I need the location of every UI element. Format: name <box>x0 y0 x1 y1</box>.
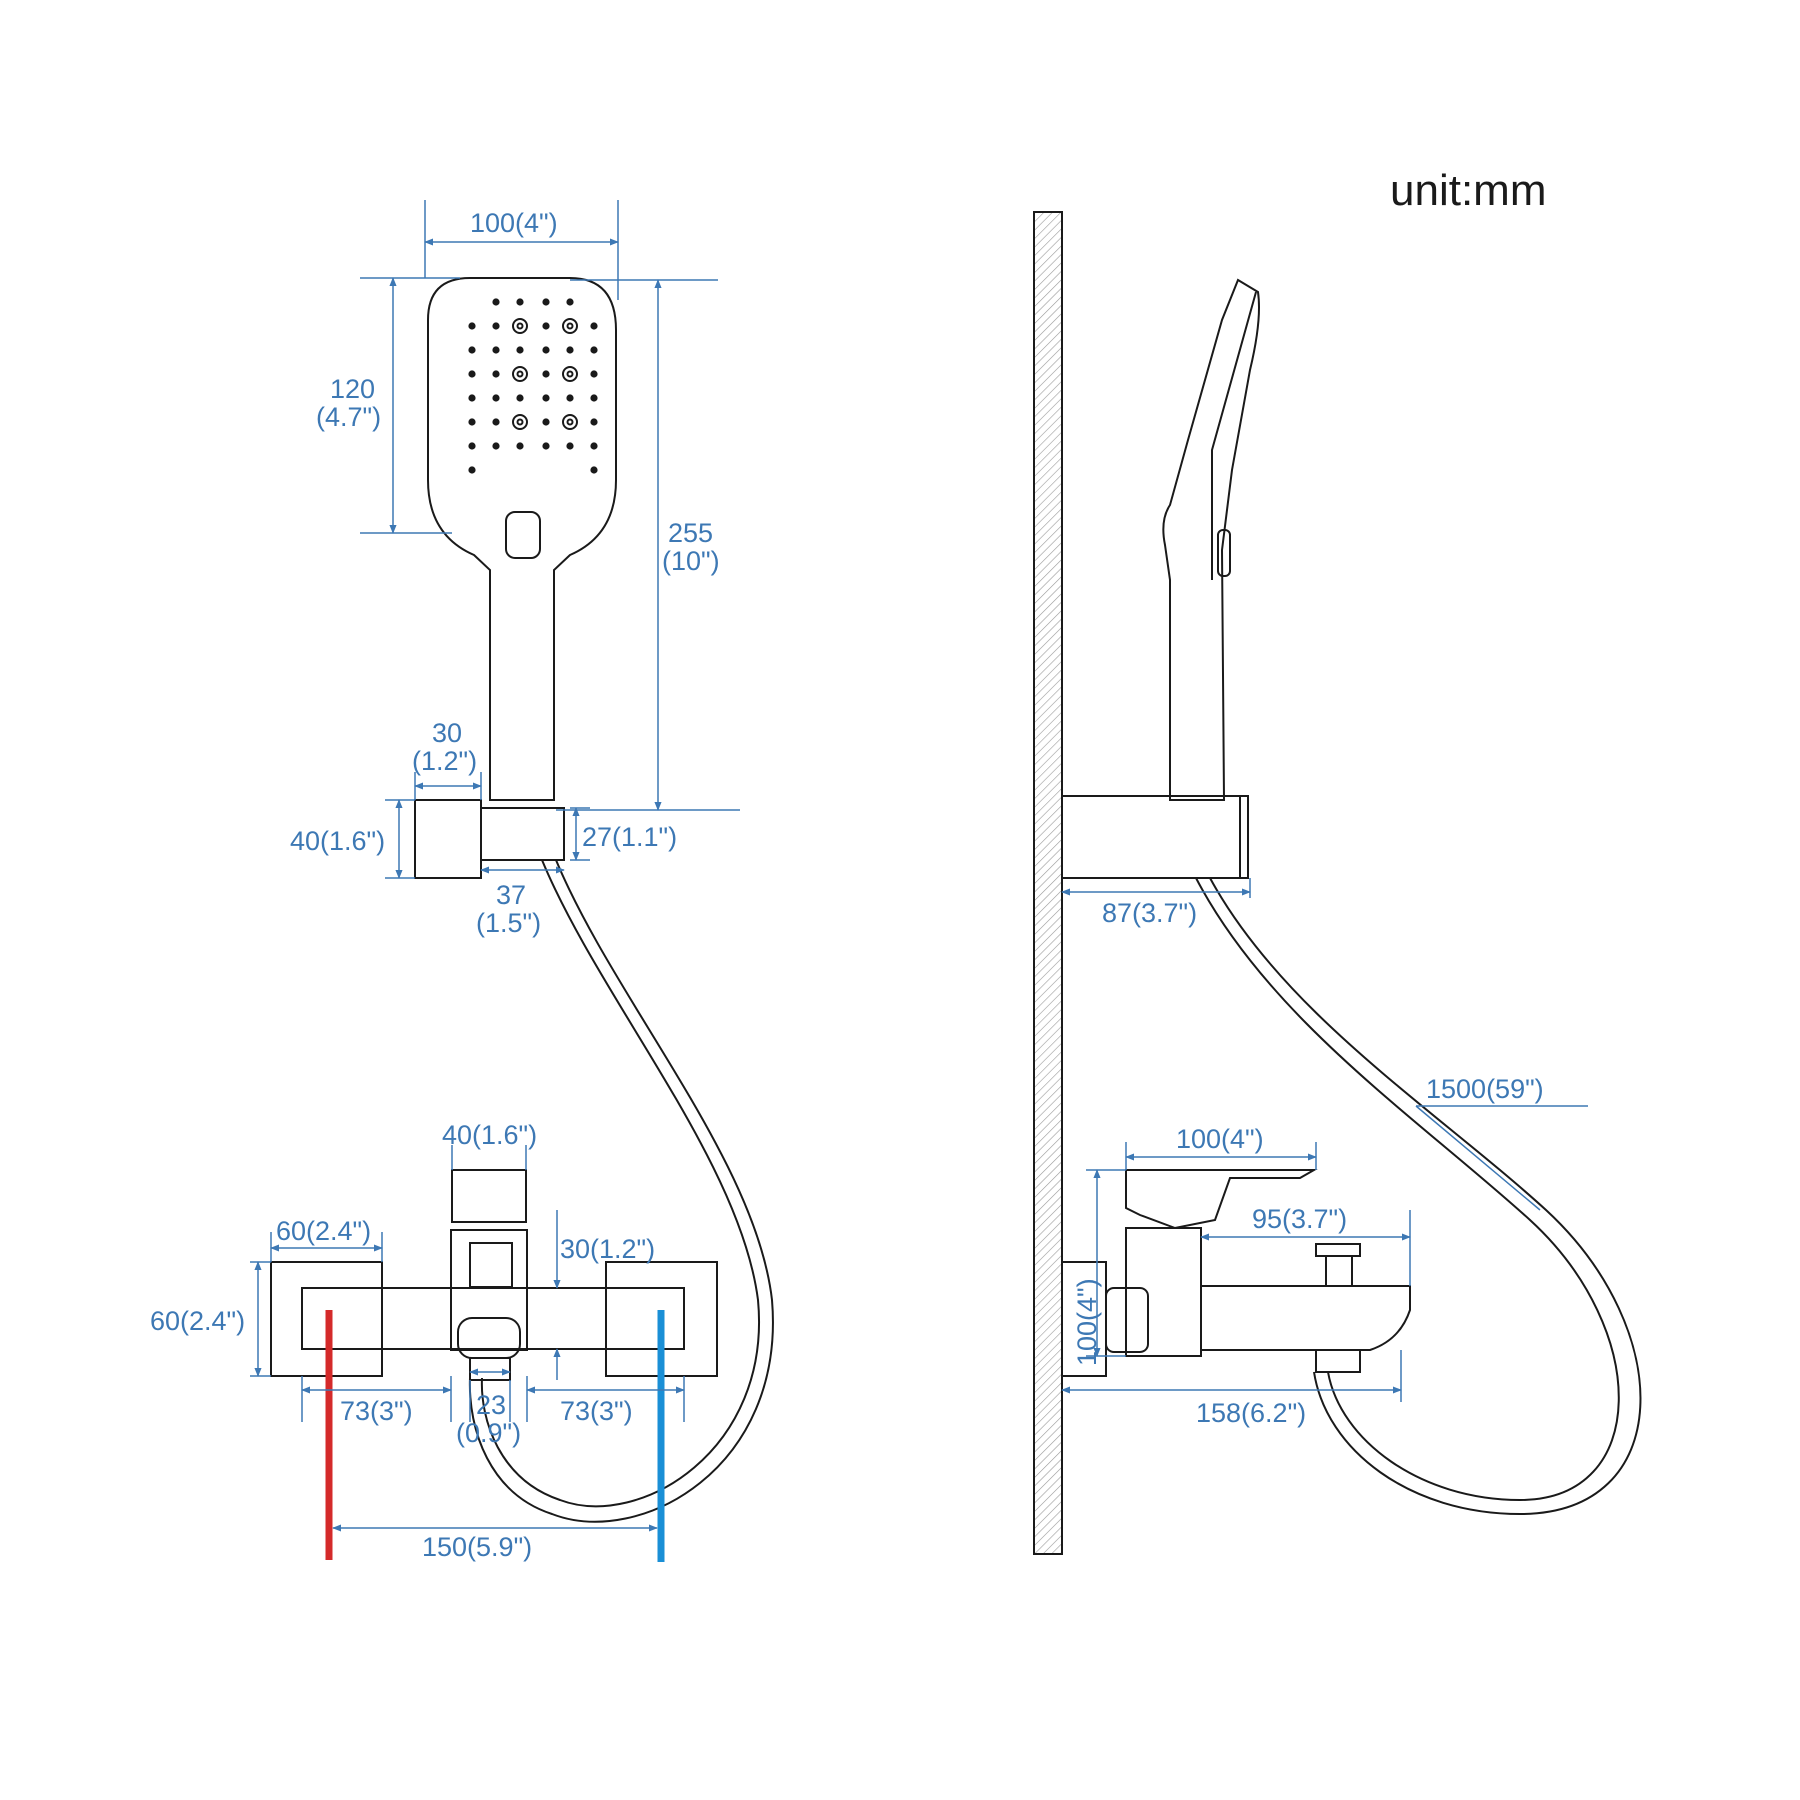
dimension-lines <box>250 200 1588 1532</box>
nozzle-dot <box>468 466 476 474</box>
nozzle-dot <box>468 418 476 426</box>
label-holder-offset-mm: 30 <box>432 718 462 748</box>
nozzle-dot <box>590 466 598 474</box>
nozzle-ring <box>512 318 528 334</box>
label-holder-depth: 87(3.7") <box>1102 898 1197 928</box>
nozzle-ring <box>512 366 528 382</box>
nozzle-dot <box>516 442 524 450</box>
nozzle-dot <box>492 322 500 330</box>
nozzle-dot <box>590 322 598 330</box>
nozzle-dot <box>492 418 500 426</box>
label-spout-height: 30(1.2") <box>560 1234 655 1264</box>
unit-label: unit:mm <box>1390 166 1546 215</box>
nozzle-dot <box>492 346 500 354</box>
spray-nozzles <box>468 298 598 474</box>
label-left-offset: 73(3") <box>340 1396 413 1426</box>
label-holder-width-mm: 37 <box>496 880 526 910</box>
nozzle-dot <box>590 418 598 426</box>
dimension-labels: 100(4") 120 (4.7") 255 (10") 30 (1.2") 4… <box>150 208 1544 1562</box>
nozzle-ring <box>562 318 578 334</box>
label-lever-length: 100(4") <box>1176 1124 1264 1154</box>
label-holder-height: 40(1.6") <box>290 826 385 856</box>
nozzle-dot <box>542 298 550 306</box>
nozzle-dot <box>468 346 476 354</box>
label-diverter-width: 40(1.6") <box>442 1120 537 1150</box>
shower-hose-side <box>1195 877 1642 1516</box>
label-holder-offset-in: (1.2") <box>412 746 477 776</box>
nozzle-dot <box>492 370 500 378</box>
nozzle-dot <box>542 418 550 426</box>
nozzle-dot <box>566 442 574 450</box>
label-total-height-mm: 255 <box>668 518 713 548</box>
shower-holder-front <box>414 799 565 879</box>
label-flange-height: 60(2.4") <box>150 1306 245 1336</box>
nozzle-dot <box>468 394 476 402</box>
nozzle-dot <box>492 298 500 306</box>
nozzle-ring-center <box>516 418 524 426</box>
label-right-offset: 73(3") <box>560 1396 633 1426</box>
nozzle-dot <box>542 394 550 402</box>
mixer-side <box>1061 1169 1411 1377</box>
shower-head-front <box>427 277 617 801</box>
label-projection: 158(6.2") <box>1196 1398 1306 1428</box>
label-total-height-in: (10") <box>662 546 720 576</box>
nozzle-dot <box>566 298 574 306</box>
nozzle-dot <box>590 394 598 402</box>
nozzle-dot <box>566 346 574 354</box>
label-outlet-width-in: (0.9") <box>456 1418 521 1448</box>
label-inlet-spacing: 150(5.9") <box>422 1532 532 1562</box>
nozzle-ring-center <box>516 322 524 330</box>
nozzle-dot <box>468 442 476 450</box>
nozzle-dot <box>516 298 524 306</box>
nozzle-dot <box>468 322 476 330</box>
shower-holder-side <box>1061 795 1249 879</box>
nozzle-dot <box>468 370 476 378</box>
nozzle-dot <box>542 370 550 378</box>
wall <box>1033 211 1063 1555</box>
label-head-height-mm: 120 <box>330 374 375 404</box>
nozzle-ring <box>512 414 528 430</box>
mixer-front <box>270 1169 718 1381</box>
label-holder-width-in: (1.5") <box>476 908 541 938</box>
nozzle-ring <box>562 366 578 382</box>
label-hose-length: 1500(59") <box>1426 1074 1544 1104</box>
shower-head-side <box>1162 278 1260 801</box>
nozzle-dot <box>542 346 550 354</box>
nozzle-dot <box>542 442 550 450</box>
nozzle-dot <box>516 346 524 354</box>
nozzle-ring-center <box>566 418 574 426</box>
nozzle-dot <box>590 370 598 378</box>
nozzle-dot <box>590 442 598 450</box>
nozzle-ring-center <box>566 370 574 378</box>
nozzle-dot <box>566 394 574 402</box>
label-body-height: 100(4") <box>1072 1278 1102 1366</box>
label-head-height-in: (4.7") <box>316 402 381 432</box>
nozzle-ring-center <box>516 370 524 378</box>
label-flange-width: 60(2.4") <box>276 1216 371 1246</box>
nozzle-dot <box>590 346 598 354</box>
label-holder-slot: 27(1.1") <box>582 822 677 852</box>
nozzle-dot <box>492 394 500 402</box>
nozzle-dot <box>516 394 524 402</box>
label-outlet-width-mm: 23 <box>476 1390 506 1420</box>
label-spout-to-knob: 95(3.7") <box>1252 1204 1347 1234</box>
nozzle-dot <box>492 442 500 450</box>
nozzle-dot <box>542 322 550 330</box>
shower-hose-front <box>468 859 774 1523</box>
nozzle-ring <box>562 414 578 430</box>
label-head-width: 100(4") <box>470 208 558 238</box>
nozzle-ring-center <box>566 322 574 330</box>
